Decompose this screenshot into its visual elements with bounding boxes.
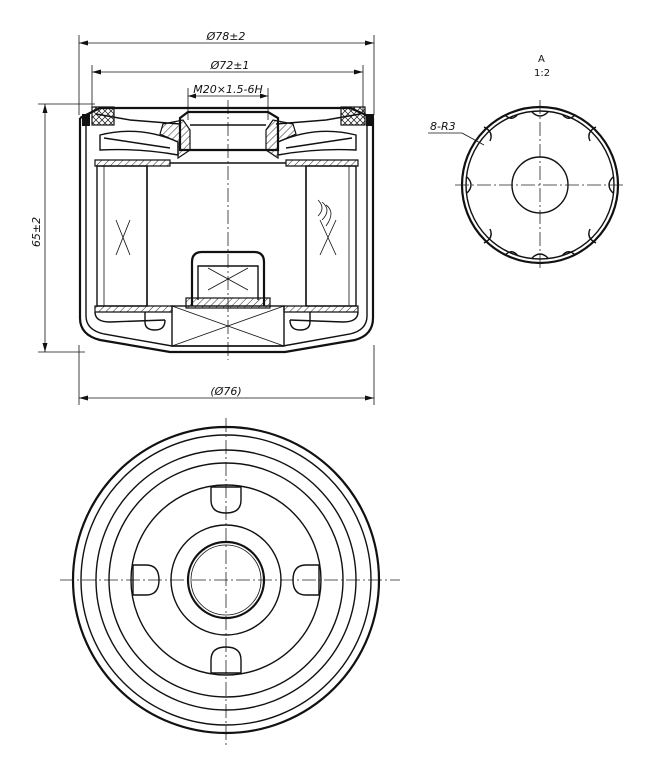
gasket-diameter-label: Ø72±1	[210, 59, 250, 72]
body-diameter-label: (Ø76)	[210, 385, 241, 398]
dim-outer-diameter: Ø78±2	[78, 30, 375, 115]
thread-label: M20×1.5-6H	[193, 83, 262, 96]
seam-left	[82, 114, 90, 126]
top-view	[60, 418, 400, 748]
top-gasket-circle	[95, 449, 357, 711]
threaded-hub	[178, 110, 280, 152]
gasket-right	[340, 106, 366, 126]
top-outer-circle	[71, 425, 381, 735]
filter-can-outline	[78, 118, 375, 354]
detail-label: A	[538, 54, 545, 65]
dim-gasket-diameter: Ø72±1	[91, 59, 364, 112]
detail-view-a: A 1:2 8-R3	[428, 54, 625, 270]
dim-thread: M20×1.5-6H	[187, 83, 269, 120]
top-thread-hole	[186, 540, 266, 620]
gasket-left	[91, 106, 115, 126]
detail-scale: 1:2	[534, 68, 550, 79]
relief-block	[171, 305, 285, 347]
dim-body-diameter: (Ø76)	[78, 345, 375, 405]
radius-note: 8-R3	[430, 120, 456, 133]
oil-inlet-holes	[132, 486, 320, 674]
top-plate-circle	[130, 484, 322, 676]
outer-diameter-label: Ø78±2	[206, 30, 246, 43]
seam-right	[366, 114, 374, 126]
bypass-valve	[190, 250, 266, 306]
dim-height: 65±2	[30, 103, 95, 353]
filter-media-right	[305, 165, 357, 307]
detail-notches	[466, 111, 614, 259]
section-view: Ø78±2 Ø72±1 M20×1.5-6H 65±2	[30, 30, 375, 405]
height-label: 65±2	[30, 217, 43, 247]
